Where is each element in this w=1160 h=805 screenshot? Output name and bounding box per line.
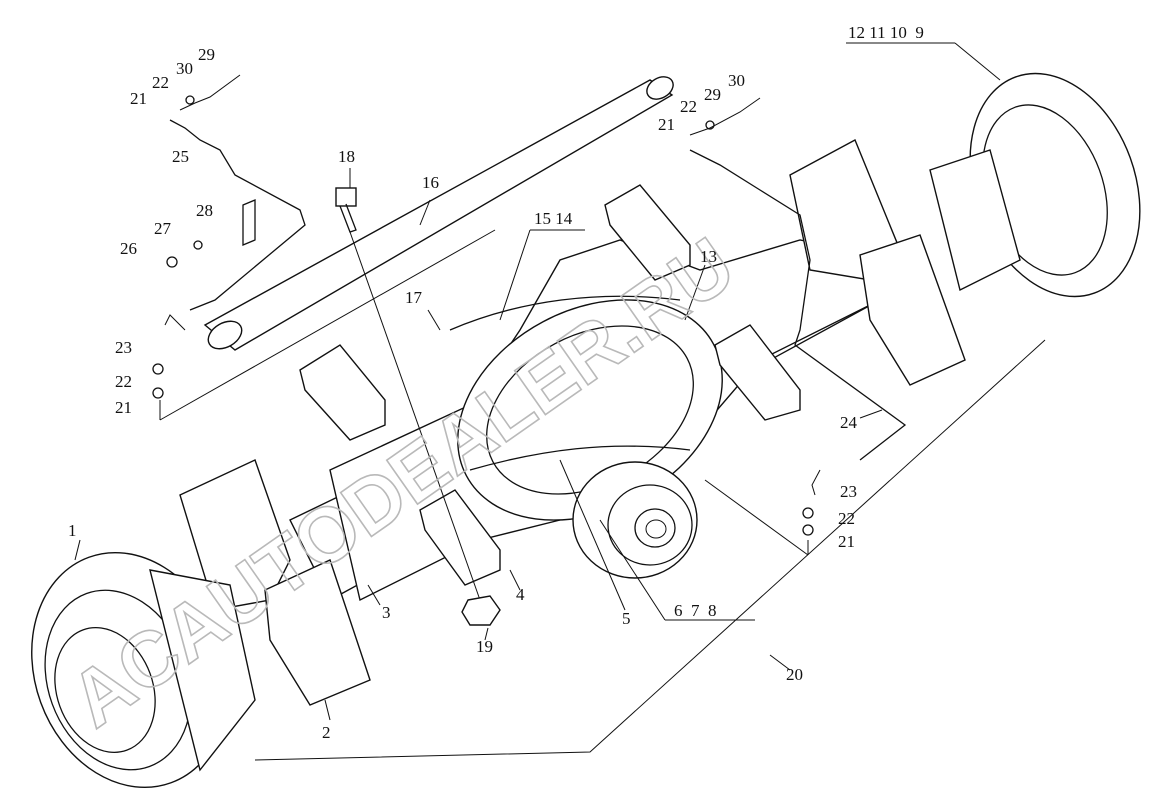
final-drive-flange (572, 461, 698, 579)
label-2: 2 (322, 723, 331, 742)
label-24: 24 (840, 413, 858, 432)
label-1: 1 (68, 521, 77, 540)
rod-16 (203, 76, 674, 351)
label-5: 5 (622, 609, 631, 628)
left-wheel-hub (31, 459, 371, 789)
label-6-7-8: 6 7 8 (674, 601, 717, 620)
label-17: 17 (405, 288, 423, 307)
label-16: 16 (422, 173, 439, 192)
label-25: 25 (172, 147, 189, 166)
label-29-top-left: 29 (198, 45, 215, 64)
label-21-top-left: 21 (130, 89, 147, 108)
label-26: 26 (120, 239, 137, 258)
label-23-right: 23 (840, 482, 857, 501)
label-13: 13 (700, 247, 717, 266)
label-20: 20 (786, 665, 803, 684)
label-3: 3 (382, 603, 391, 622)
label-21-top-right: 21 (658, 115, 675, 134)
label-21-left: 21 (115, 398, 132, 417)
label-22-right: 22 (838, 509, 855, 528)
label-15-14: 15 14 (534, 209, 573, 228)
label-21-right: 21 (838, 532, 855, 551)
label-22-top-left: 22 (152, 73, 169, 92)
label-30-top-left: 30 (176, 59, 193, 78)
fasteners (152, 95, 814, 536)
label-9-12: 12 11 10 9 (848, 23, 924, 42)
label-29-top-right: 29 (704, 85, 721, 104)
brake-pipes (164, 74, 907, 496)
callout-labels: 1 2 3 4 5 6 7 8 12 11 10 9 13 15 14 16 1… (68, 23, 924, 742)
label-22-top-right: 22 (680, 97, 697, 116)
bolt-18 (335, 187, 481, 601)
label-18: 18 (338, 147, 355, 166)
nut-19 (461, 595, 501, 626)
label-22-left: 22 (115, 372, 132, 391)
spring-seats (299, 184, 801, 586)
label-28: 28 (196, 201, 213, 220)
label-19: 19 (476, 637, 493, 656)
right-wheel-hub (789, 72, 1141, 386)
label-27: 27 (154, 219, 172, 238)
label-23-left: 23 (115, 338, 132, 357)
label-4: 4 (516, 585, 525, 604)
label-30-top-right: 30 (728, 71, 745, 90)
leader-lines (74, 42, 1046, 761)
